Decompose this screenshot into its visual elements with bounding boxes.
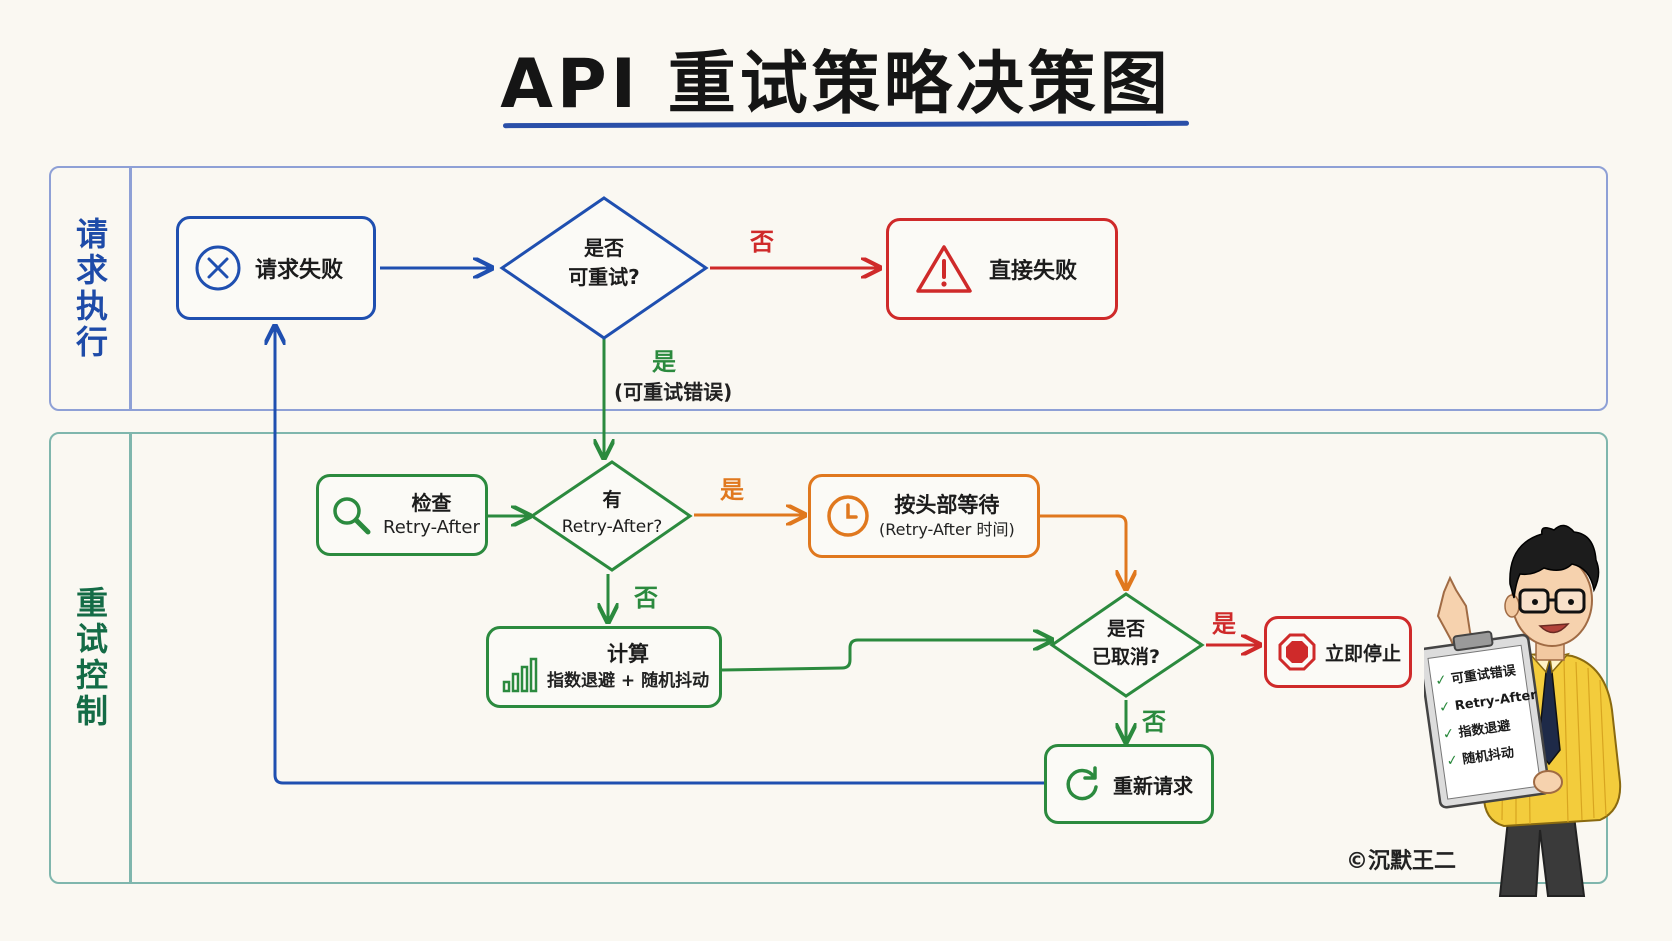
edge-label-yes: 是: [720, 476, 744, 504]
diamond-retryable-text: 是否 可重试?: [534, 234, 674, 292]
node-sublabel: 指数退避 + 随机抖动: [547, 670, 710, 691]
node-new-request: 重新请求: [1044, 744, 1214, 824]
node-label: 请求失败: [255, 258, 344, 283]
edge-label-yes: 是: [1212, 610, 1236, 638]
edge-label-no: 否: [1142, 708, 1166, 736]
magnifier-icon: [329, 493, 373, 537]
node-wait-per-header: 按头部等待 (Retry-After 时间): [808, 474, 1040, 558]
lane-divider: [129, 168, 132, 409]
lane-label-exec: 请求执行: [71, 216, 109, 361]
node-label: 重新请求: [1113, 773, 1193, 798]
diamond-line: 已取消?: [1091, 645, 1161, 668]
check-icon: ✓: [1445, 752, 1459, 769]
warning-icon: [915, 243, 973, 295]
node-label: 直接失败: [989, 259, 1078, 284]
edge-label-yes: 是: [652, 348, 676, 376]
close-circle-icon: [193, 243, 243, 293]
checklist-item: 随机抖动: [1461, 744, 1515, 767]
diamond-cancelled-text: 是否 已取消?: [1066, 616, 1186, 671]
node-label: 计算: [607, 642, 650, 667]
node-label: 检查: [411, 491, 452, 516]
check-icon: ✓: [1434, 672, 1448, 689]
node-compute-backoff: 计算 指数退避 + 随机抖动: [486, 626, 722, 708]
bar-chart-icon: [501, 654, 541, 694]
node-label: 按头部等待: [894, 493, 1000, 518]
presenter-illustration: ✓ 可重试错误 ✓ Retry-After ✓ 指数退避 ✓ 随机抖动: [1424, 524, 1622, 897]
credit: ©沉默王二: [1346, 849, 1457, 874]
diamond-line: Retry-After?: [561, 516, 663, 537]
check-icon: ✓: [1442, 726, 1456, 743]
diamond-has-retry-after-text: 有 Retry-After?: [546, 486, 678, 540]
checklist-item: 指数退避: [1458, 718, 1512, 741]
diamond-line: 有: [602, 489, 622, 511]
node-fail-direct: 直接失败: [886, 218, 1118, 320]
node-sublabel: (Retry-After 时间): [879, 520, 1015, 540]
lane-divider: [129, 434, 132, 882]
diamond-line: 是否: [1106, 618, 1145, 640]
page-title: API 重试策略决策图: [500, 45, 1172, 124]
clock-icon: [825, 493, 871, 539]
node-text: 检查 Retry-After: [383, 490, 480, 539]
title-underline: [502, 120, 1190, 129]
diamond-line: 是否: [584, 236, 624, 260]
refresh-icon: [1061, 763, 1103, 805]
node-check-retry-after: 检查 Retry-After: [316, 474, 488, 556]
edge-label-no: 否: [750, 228, 774, 256]
stop-sign-icon: [1277, 632, 1317, 672]
edge-note-retryable-error: (可重试错误): [614, 380, 733, 404]
node-text: 按头部等待 (Retry-After 时间): [879, 491, 1015, 541]
node-request-failed: 请求失败: [176, 216, 376, 320]
node-stop-now: 立即停止: [1264, 616, 1412, 688]
node-text: 计算 指数退避 + 随机抖动: [547, 640, 709, 693]
node-sublabel: Retry-After: [383, 517, 480, 539]
check-icon: ✓: [1438, 699, 1452, 716]
node-label: 立即停止: [1325, 642, 1402, 665]
lane-label-ctrl: 重试控制: [71, 586, 109, 730]
edge-label-no: 否: [634, 584, 658, 612]
diamond-line: 可重试?: [568, 265, 640, 289]
